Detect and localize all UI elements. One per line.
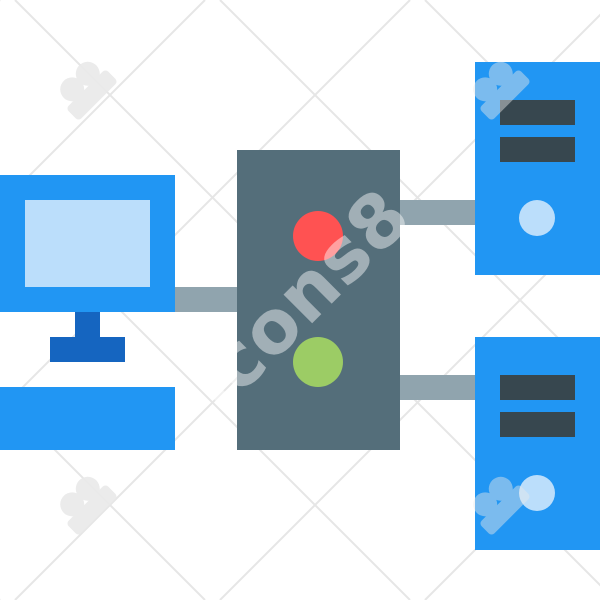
server-bottom-power-button	[519, 475, 555, 511]
connector-client-hub	[174, 287, 240, 312]
network-switch-icon	[237, 150, 400, 450]
keyboard	[0, 387, 175, 450]
watermark-line	[0, 0, 206, 207]
server-bottom-slot-1	[500, 375, 575, 400]
monitor-base	[50, 337, 125, 362]
desktop-computer-icon	[0, 175, 175, 450]
server-top-slot-2	[500, 137, 575, 162]
server-tower-icon-top	[475, 62, 600, 275]
hub-body	[237, 150, 400, 450]
status-light-red	[293, 211, 343, 261]
server-tower-icon-bottom	[475, 337, 600, 550]
connector-hub-server-bottom	[398, 375, 478, 400]
connector-hub-server-top	[398, 200, 478, 225]
server-top-body	[475, 62, 600, 275]
server-bottom-slot-2	[500, 412, 575, 437]
server-bottom-body	[475, 337, 600, 550]
connectors	[174, 200, 478, 400]
icons8-logo-icon	[60, 61, 530, 535]
server-top-power-button	[519, 200, 555, 236]
server-top-slot-1	[500, 100, 575, 125]
watermark-line	[219, 218, 600, 600]
status-light-green	[293, 337, 343, 387]
monitor-screen	[25, 200, 150, 287]
monitor-neck	[75, 312, 100, 339]
